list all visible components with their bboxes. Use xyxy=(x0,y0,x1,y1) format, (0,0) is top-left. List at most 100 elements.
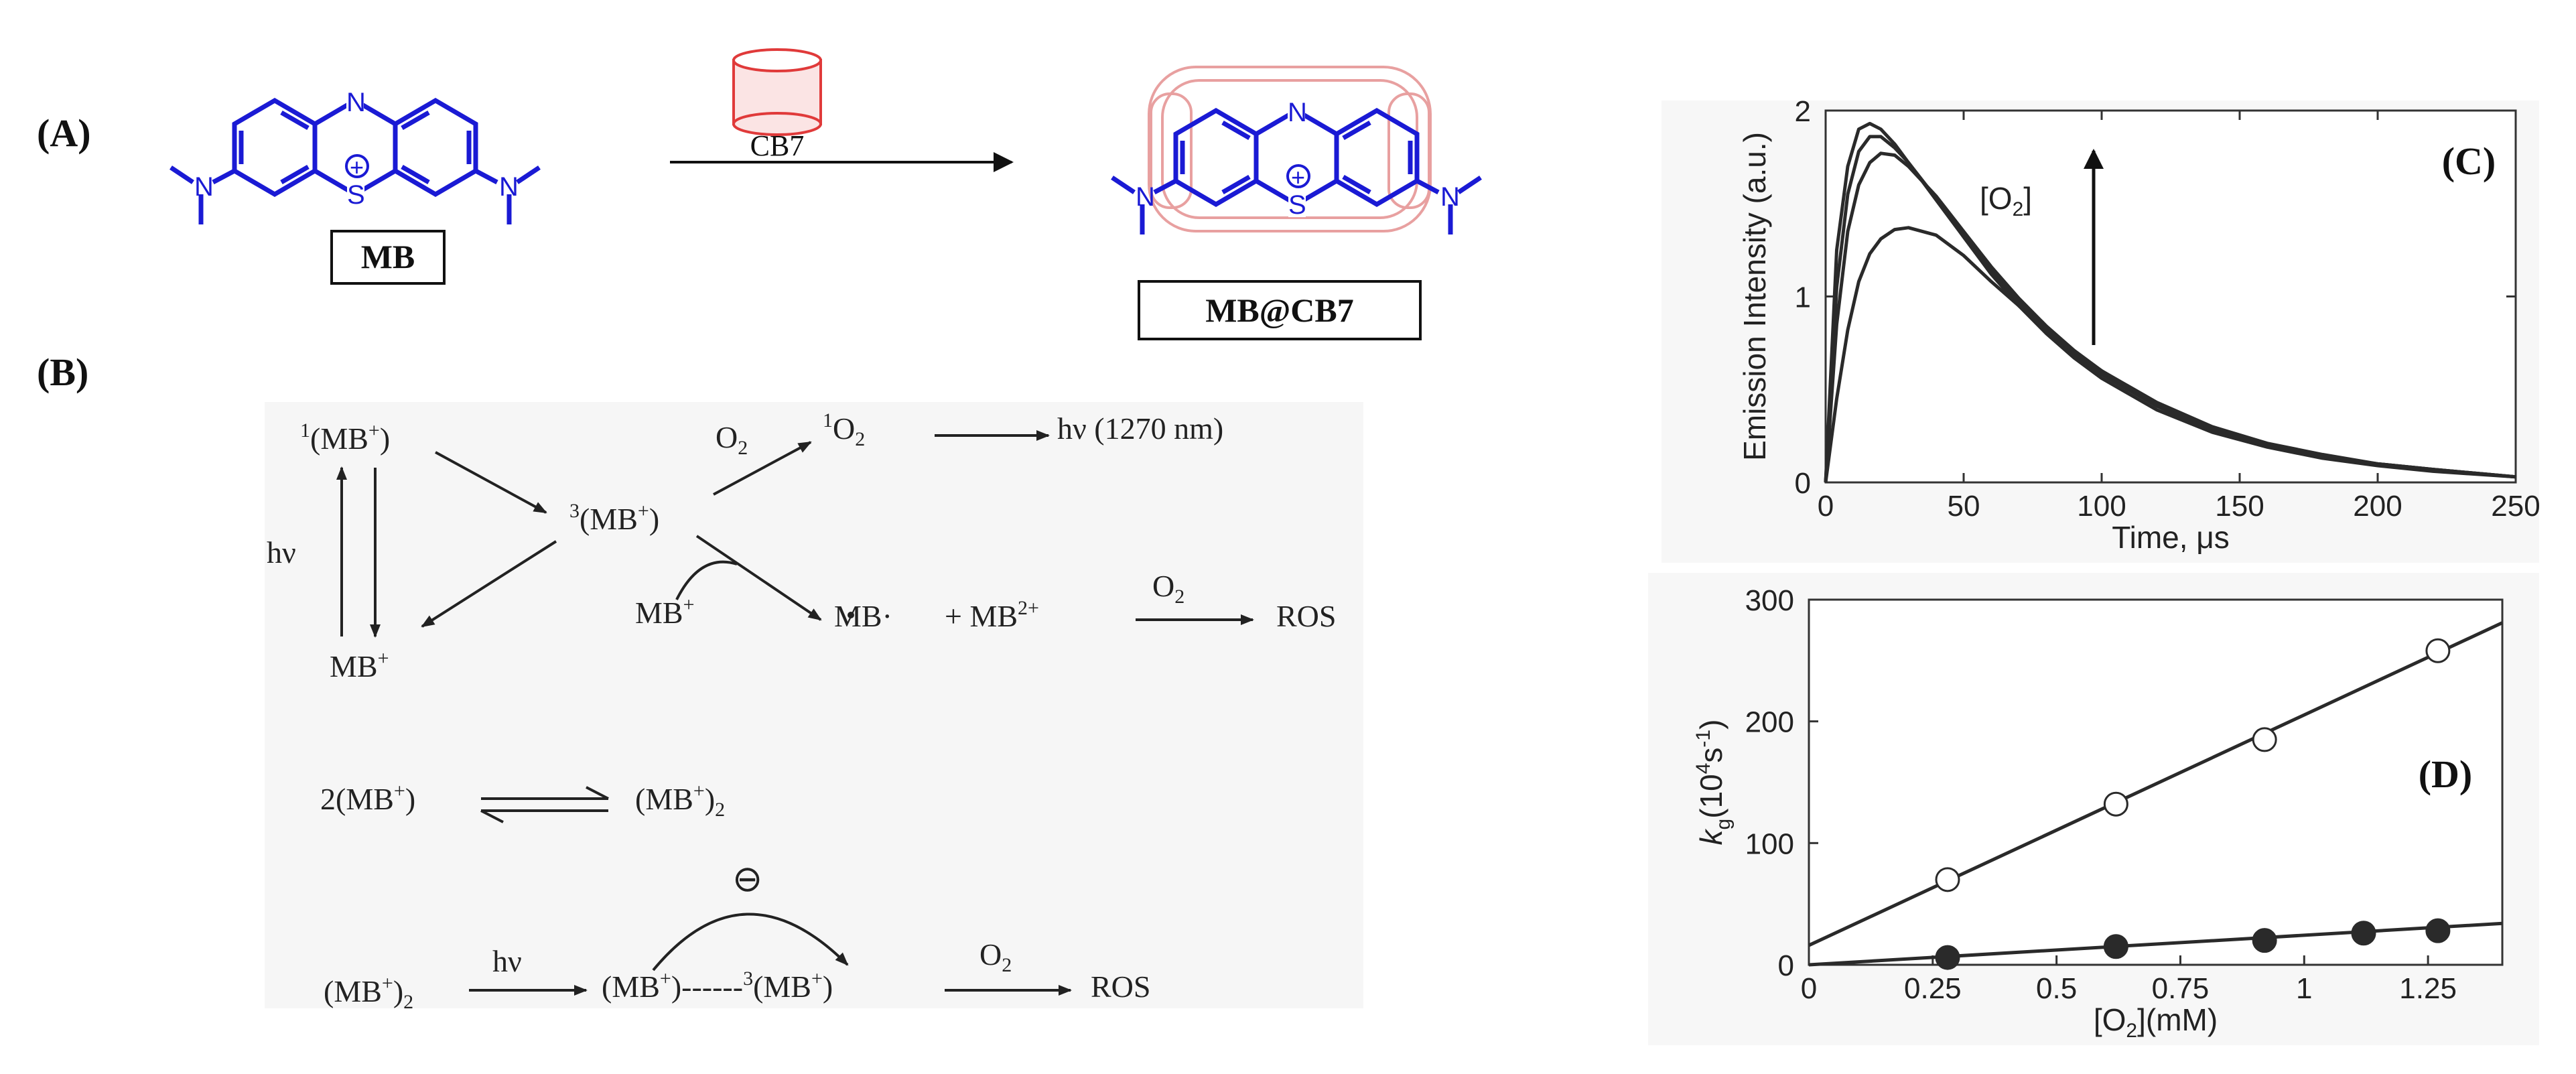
filled-data-point xyxy=(2252,928,2277,953)
complex-label-box xyxy=(1138,280,1422,340)
svg-text:O2: O2 xyxy=(979,937,1012,976)
hv-excitation-label: hν xyxy=(267,535,296,569)
decay-trace-3 xyxy=(1824,151,2516,483)
y-axis-title: Emission Intensity (a.u.) xyxy=(1737,132,1772,461)
mb-reactant-curve xyxy=(675,560,738,600)
fit-line-2 xyxy=(1808,921,2503,967)
panel-label-c: (C) xyxy=(2442,139,2496,183)
cb7-barrel-icon xyxy=(732,48,822,136)
complex-s-atom-bg xyxy=(1288,194,1306,217)
mb-s-atom-bg xyxy=(347,184,364,207)
complex-charge: + xyxy=(1291,163,1305,191)
svg-text:O2: O2 xyxy=(1152,569,1184,608)
filled-data-point xyxy=(2103,934,2128,959)
svg-text:2(MB+): 2(MB+) xyxy=(320,780,415,816)
x-tick-label: 0 xyxy=(1818,490,1834,523)
mb-n-atom: N xyxy=(346,88,366,117)
open-data-point xyxy=(2252,727,2277,752)
o2-oxidation-label-2: O2 xyxy=(979,937,1012,976)
x-tick-label: 0.75 xyxy=(2152,972,2210,1005)
fit-line-1 xyxy=(1808,621,2504,947)
mb-label: MB xyxy=(361,238,415,275)
x-tick-label: 0.5 xyxy=(2036,972,2077,1005)
filled-data-point xyxy=(2425,918,2451,943)
open-data-point xyxy=(2425,638,2451,663)
y-axis-title: kg(104s-1) xyxy=(1692,720,1735,846)
scheme-b-background xyxy=(265,402,1363,1008)
dimer-triplet-pair-label: (MB+)------3(MB+) xyxy=(602,967,833,1004)
mb-label-box xyxy=(330,230,446,285)
mb-s-atom: S xyxy=(347,180,365,210)
y-tick-label: 300 xyxy=(1745,584,1794,617)
filled-data-point xyxy=(2351,921,2376,946)
x-tick-label: 1.25 xyxy=(2399,972,2457,1005)
equilibrium-forward-barb xyxy=(586,786,609,800)
mb-n-atom-bg xyxy=(346,94,364,114)
x-tick-label: 0 xyxy=(1801,972,1817,1005)
y-tick-label: 200 xyxy=(1745,706,1794,739)
y-tick-label: 0 xyxy=(1778,949,1794,982)
svg-text:(MB+)2: (MB+)2 xyxy=(324,972,413,1013)
mb-dication-label: + MB2+ xyxy=(945,597,1039,633)
ros-product-1: ROS xyxy=(1276,599,1336,633)
decay-trace-1 xyxy=(1824,121,2516,483)
complex-right-n: N xyxy=(1440,182,1460,212)
complex-n-atom: N xyxy=(1288,98,1307,127)
panel-label-d: (D) xyxy=(2419,752,2473,796)
y-tick-label: 0 xyxy=(1795,467,1811,500)
svg-text:1O2: 1O2 xyxy=(823,409,865,450)
complex-n-atom-bg xyxy=(1288,104,1305,124)
x-tick-label: 50 xyxy=(1948,490,1980,523)
svg-text:(MB+)------3(MB+): (MB+)------3(MB+) xyxy=(602,967,833,1004)
complex-label: MB@CB7 xyxy=(1205,291,1354,329)
o2-increase-annotation: [O2] xyxy=(1980,181,2032,220)
svg-text:O2: O2 xyxy=(716,420,748,459)
svg-text:(MB+)2: (MB+)2 xyxy=(635,780,725,821)
x-axis-title: Time, μs xyxy=(2112,520,2230,555)
hv-dimer-label: hν xyxy=(492,944,522,978)
monomer-2mb-label: 2(MB+) xyxy=(320,780,415,816)
rate-constant-chart: 0 0.25 0.5 0.75 1 1.25 0 100 200 300 [O2](mM) kg(10… xyxy=(1692,584,2504,1042)
scheme-arrows xyxy=(336,430,1254,996)
complex-s-atom: S xyxy=(1288,190,1306,220)
filled-data-point xyxy=(1935,945,1960,970)
dimer-reactant-label: (MB+)2 xyxy=(324,972,413,1013)
mb-charge: + xyxy=(350,153,364,181)
complex-left-n: N xyxy=(1136,182,1155,212)
open-data-point xyxy=(2103,791,2128,817)
y-tick-label: 100 xyxy=(1745,827,1794,860)
mb-right-n: N xyxy=(499,172,519,202)
singlet-mb-species: 1(MB+) xyxy=(300,419,390,456)
ground-mb-species: MB+ xyxy=(330,647,389,683)
equilibrium-backward-barb xyxy=(480,809,504,823)
panel-label-a: (A) xyxy=(37,111,91,155)
panel-label-b: (B) xyxy=(37,350,88,394)
mb-left-n: N xyxy=(194,172,214,202)
x-axis-title: [O2](mM) xyxy=(2094,1002,2218,1042)
mb-charge-circle xyxy=(345,154,369,178)
ros-product-2: ROS xyxy=(1091,969,1150,1004)
y-tick-label: 1 xyxy=(1795,281,1811,314)
x-tick-label: 150 xyxy=(2215,490,2264,523)
decay-trace-4 xyxy=(1824,226,2516,483)
energy-transfer-arrow xyxy=(713,441,812,496)
y-tick-label: 2 xyxy=(1795,95,1811,128)
svg-text:MB+: MB+ xyxy=(635,594,695,630)
svg-text:MB+: MB+ xyxy=(330,647,389,683)
electron-transfer-arrow xyxy=(695,535,822,621)
mb-radical-label: MB· xyxy=(834,599,892,633)
triplet-decay-arrow xyxy=(421,540,557,628)
o2-reagent-label: O2 xyxy=(716,420,748,459)
x-tick-label: 1 xyxy=(2296,972,2312,1005)
triplet-mb-species: 3(MB+) xyxy=(569,500,659,536)
x-tick-label: 100 xyxy=(2077,490,2126,523)
mb-reactant-label: MB+ xyxy=(635,594,695,630)
x-tick-label: 0.25 xyxy=(1904,972,1962,1005)
isc-arrow xyxy=(435,451,547,514)
cb7-reagent-label: CB7 xyxy=(750,129,805,162)
plot-frame xyxy=(1824,109,2517,484)
x-tick-label: 250 xyxy=(2491,490,2540,523)
radical-dot xyxy=(848,612,854,618)
